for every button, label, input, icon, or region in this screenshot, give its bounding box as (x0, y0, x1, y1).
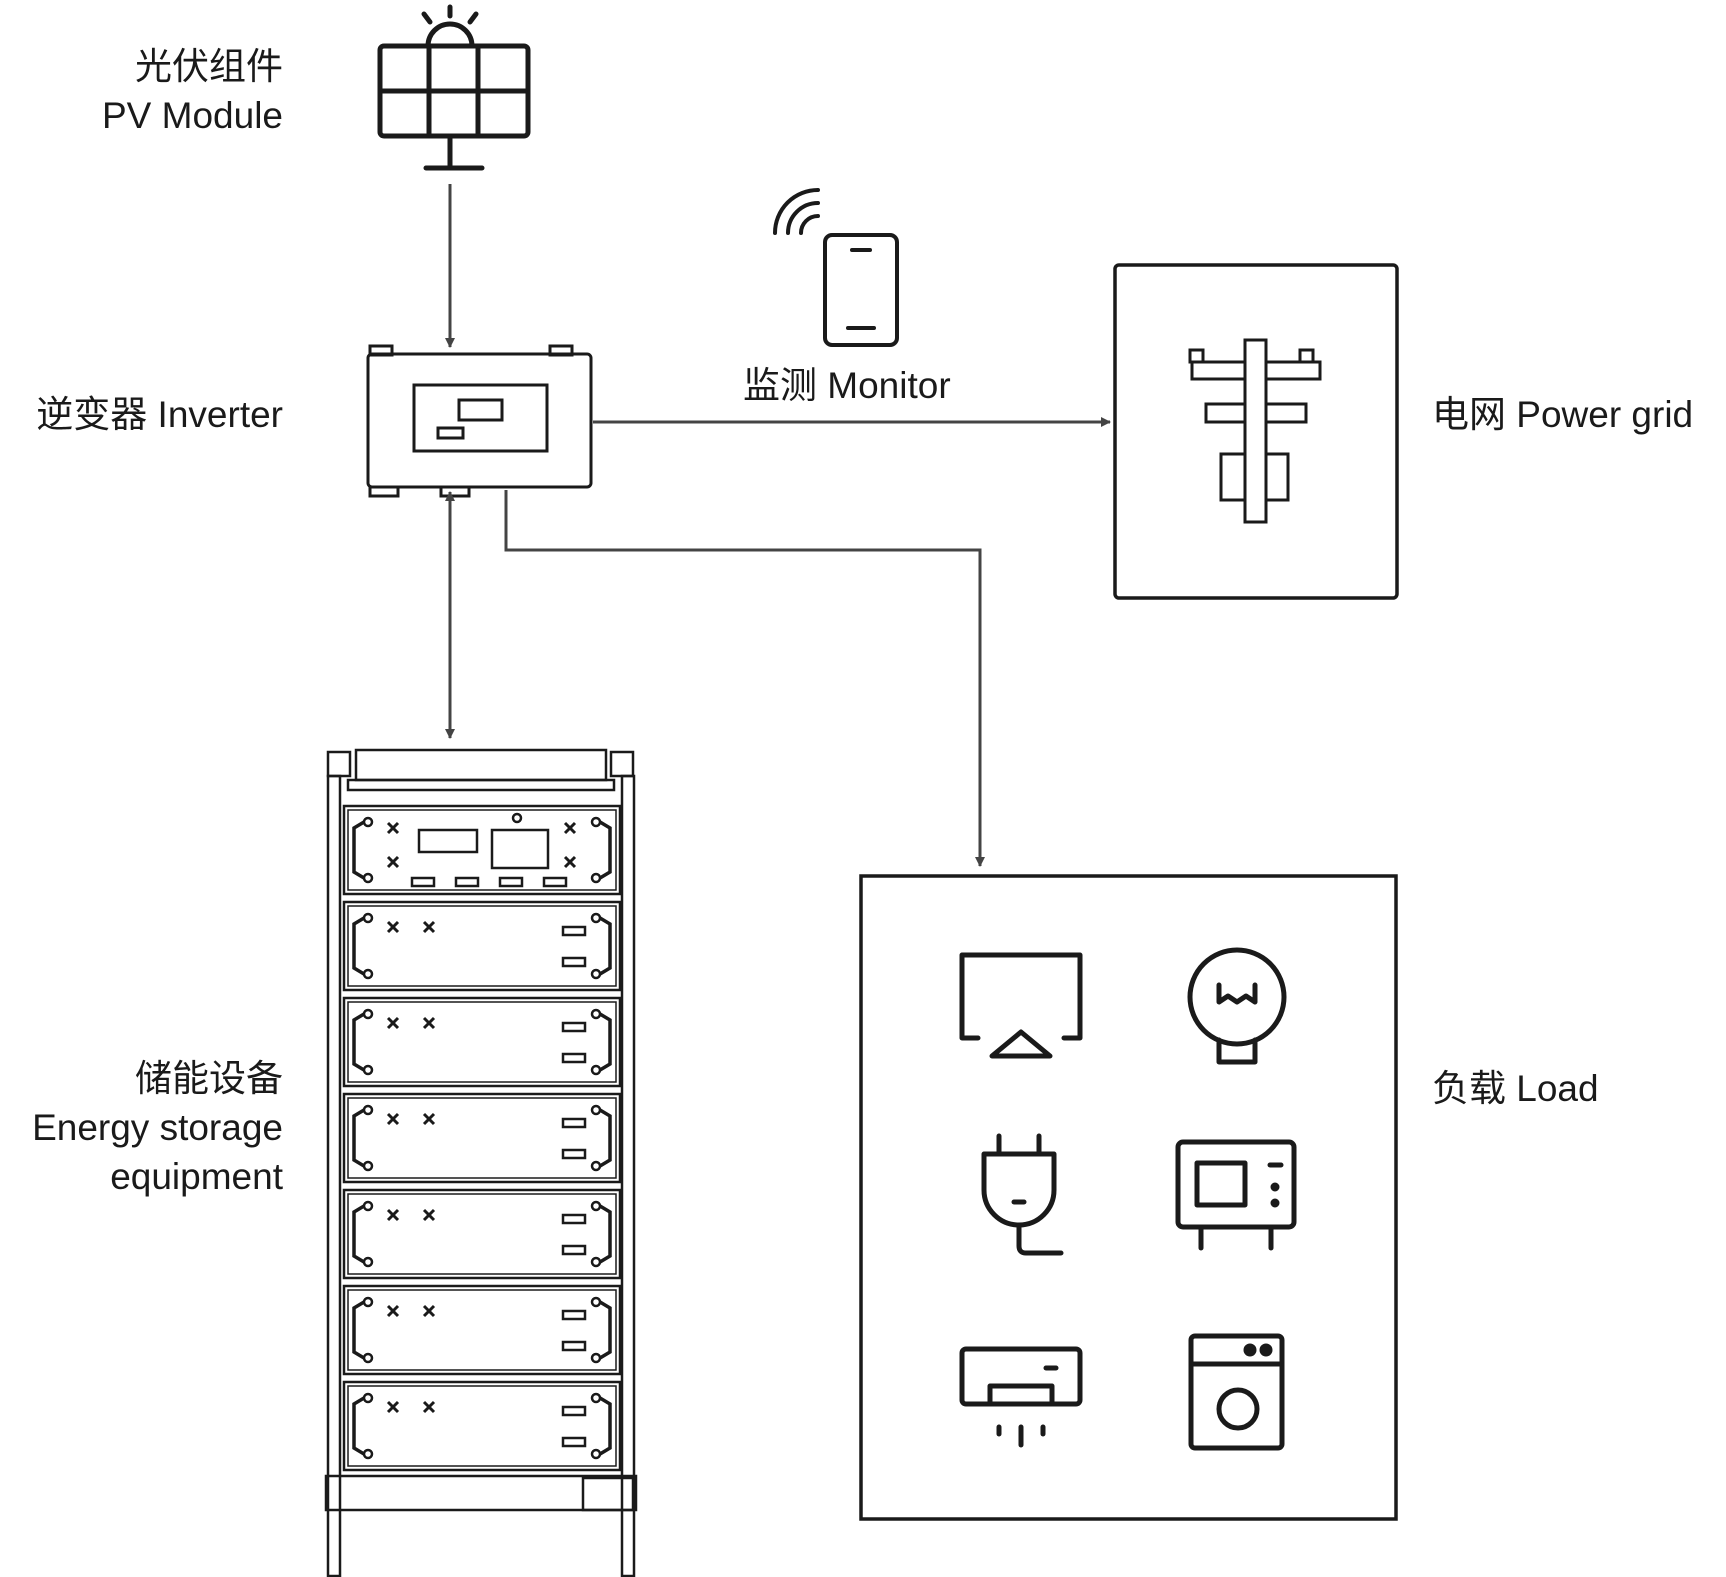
battery-module (342, 900, 622, 992)
monitor-label: 监测 Monitor (743, 365, 951, 406)
plug-icon (981, 1133, 1064, 1256)
inverter-icon (366, 344, 593, 498)
washing-machine-icon (1188, 1333, 1285, 1451)
battery-rack-icon (324, 748, 638, 1577)
storage-label-zh: 储能设备 (135, 1058, 283, 1099)
tv-icon (959, 952, 1083, 1059)
pv-label-zh: 光伏组件 (135, 46, 283, 87)
pv-label: 光伏组件 PV Module (102, 42, 283, 140)
battery-module (342, 1092, 622, 1184)
smartphone-wifi-icon (773, 188, 899, 347)
load-box (859, 874, 1398, 1521)
battery-module (342, 1188, 622, 1280)
arrow-inverter-to-load (504, 490, 985, 867)
storage-label-en2: equipment (110, 1156, 283, 1197)
load-label: 负载 Load (1432, 1068, 1599, 1109)
solar-panel-icon (377, 4, 531, 171)
light-bulb-icon (1187, 947, 1287, 1065)
grid-label: 电网 Power grid (1432, 394, 1694, 435)
battery-module (342, 1380, 622, 1472)
connections (445, 184, 1111, 867)
air-conditioner-icon (959, 1346, 1083, 1448)
power-grid-box (1113, 263, 1399, 600)
power-pole-icon (1188, 338, 1322, 524)
battery-module (342, 1284, 622, 1376)
bms-module (342, 804, 622, 896)
inverter-label: 逆变器 Inverter (36, 394, 283, 435)
storage-label-en1: Energy storage (32, 1107, 283, 1148)
storage-label: 储能设备 Energy storage equipment (32, 1054, 283, 1201)
battery-module (342, 996, 622, 1088)
pv-label-en: PV Module (102, 95, 283, 136)
microwave-icon (1175, 1139, 1297, 1251)
